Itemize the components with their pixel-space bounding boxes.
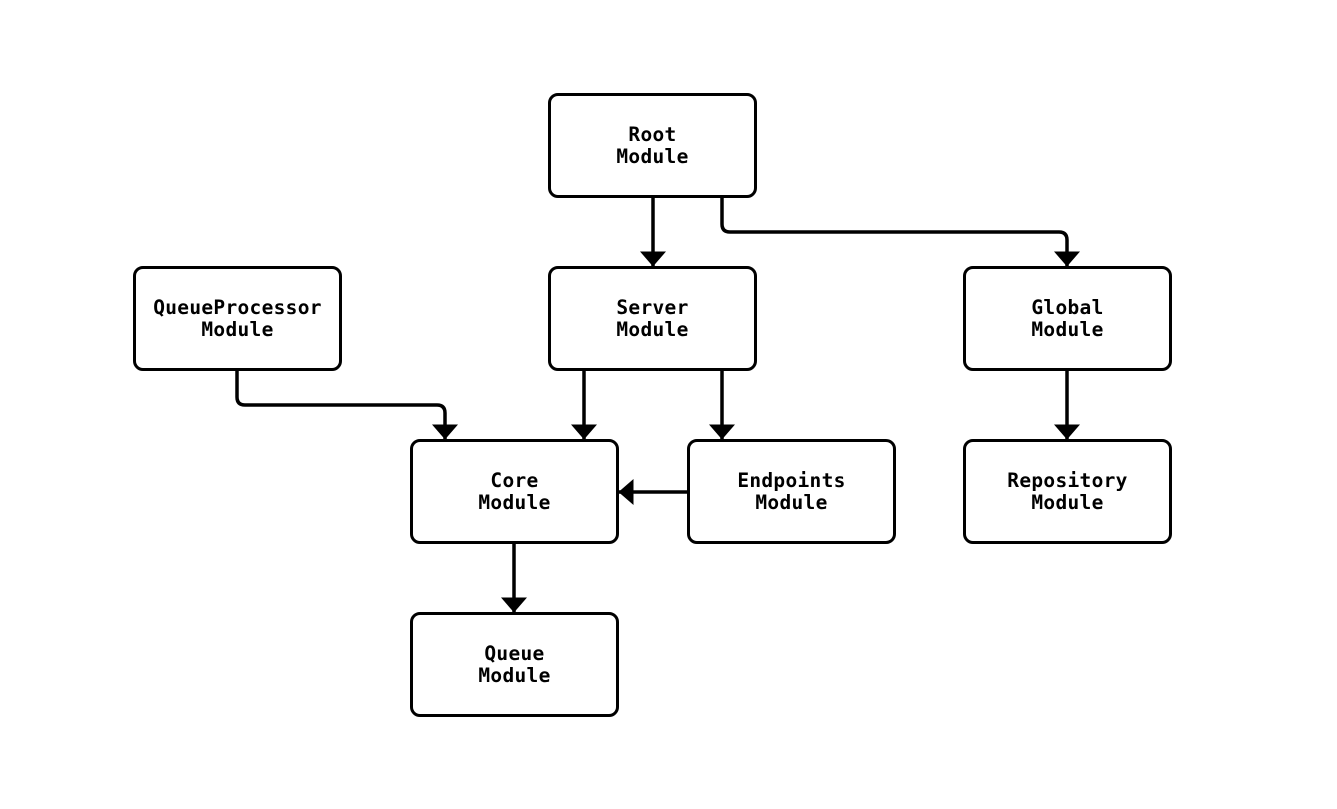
node-label: QueueProcessor (153, 295, 322, 319)
node-server-module: Server Module (548, 266, 757, 371)
node-label: Module (1031, 317, 1104, 341)
node-endpoints-module: Endpoints Module (687, 439, 896, 544)
node-label: Queue (484, 641, 545, 665)
node-label: Core (490, 468, 539, 492)
node-label: Module (201, 317, 274, 341)
node-repository-module: Repository Module (963, 439, 1172, 544)
node-label: Root (628, 122, 677, 146)
node-label: Module (616, 317, 689, 341)
node-label: Module (755, 490, 828, 514)
node-label: Global (1031, 295, 1104, 319)
node-label: Repository (1007, 468, 1128, 492)
node-label: Module (1031, 490, 1104, 514)
node-queueprocessor-module: QueueProcessor Module (133, 266, 342, 371)
edge-queueprocessor-to-core (235, 371, 458, 440)
node-queue-module: Queue Module (410, 612, 619, 717)
node-label: Module (478, 663, 551, 687)
node-global-module: Global Module (963, 266, 1172, 371)
node-label: Endpoints (737, 468, 846, 492)
node-label: Module (616, 144, 689, 168)
node-label: Module (478, 490, 551, 514)
node-label: Server (616, 295, 689, 319)
node-core-module: Core Module (410, 439, 619, 544)
node-root-module: Root Module (548, 93, 757, 198)
edge-root-to-global (720, 198, 1080, 267)
